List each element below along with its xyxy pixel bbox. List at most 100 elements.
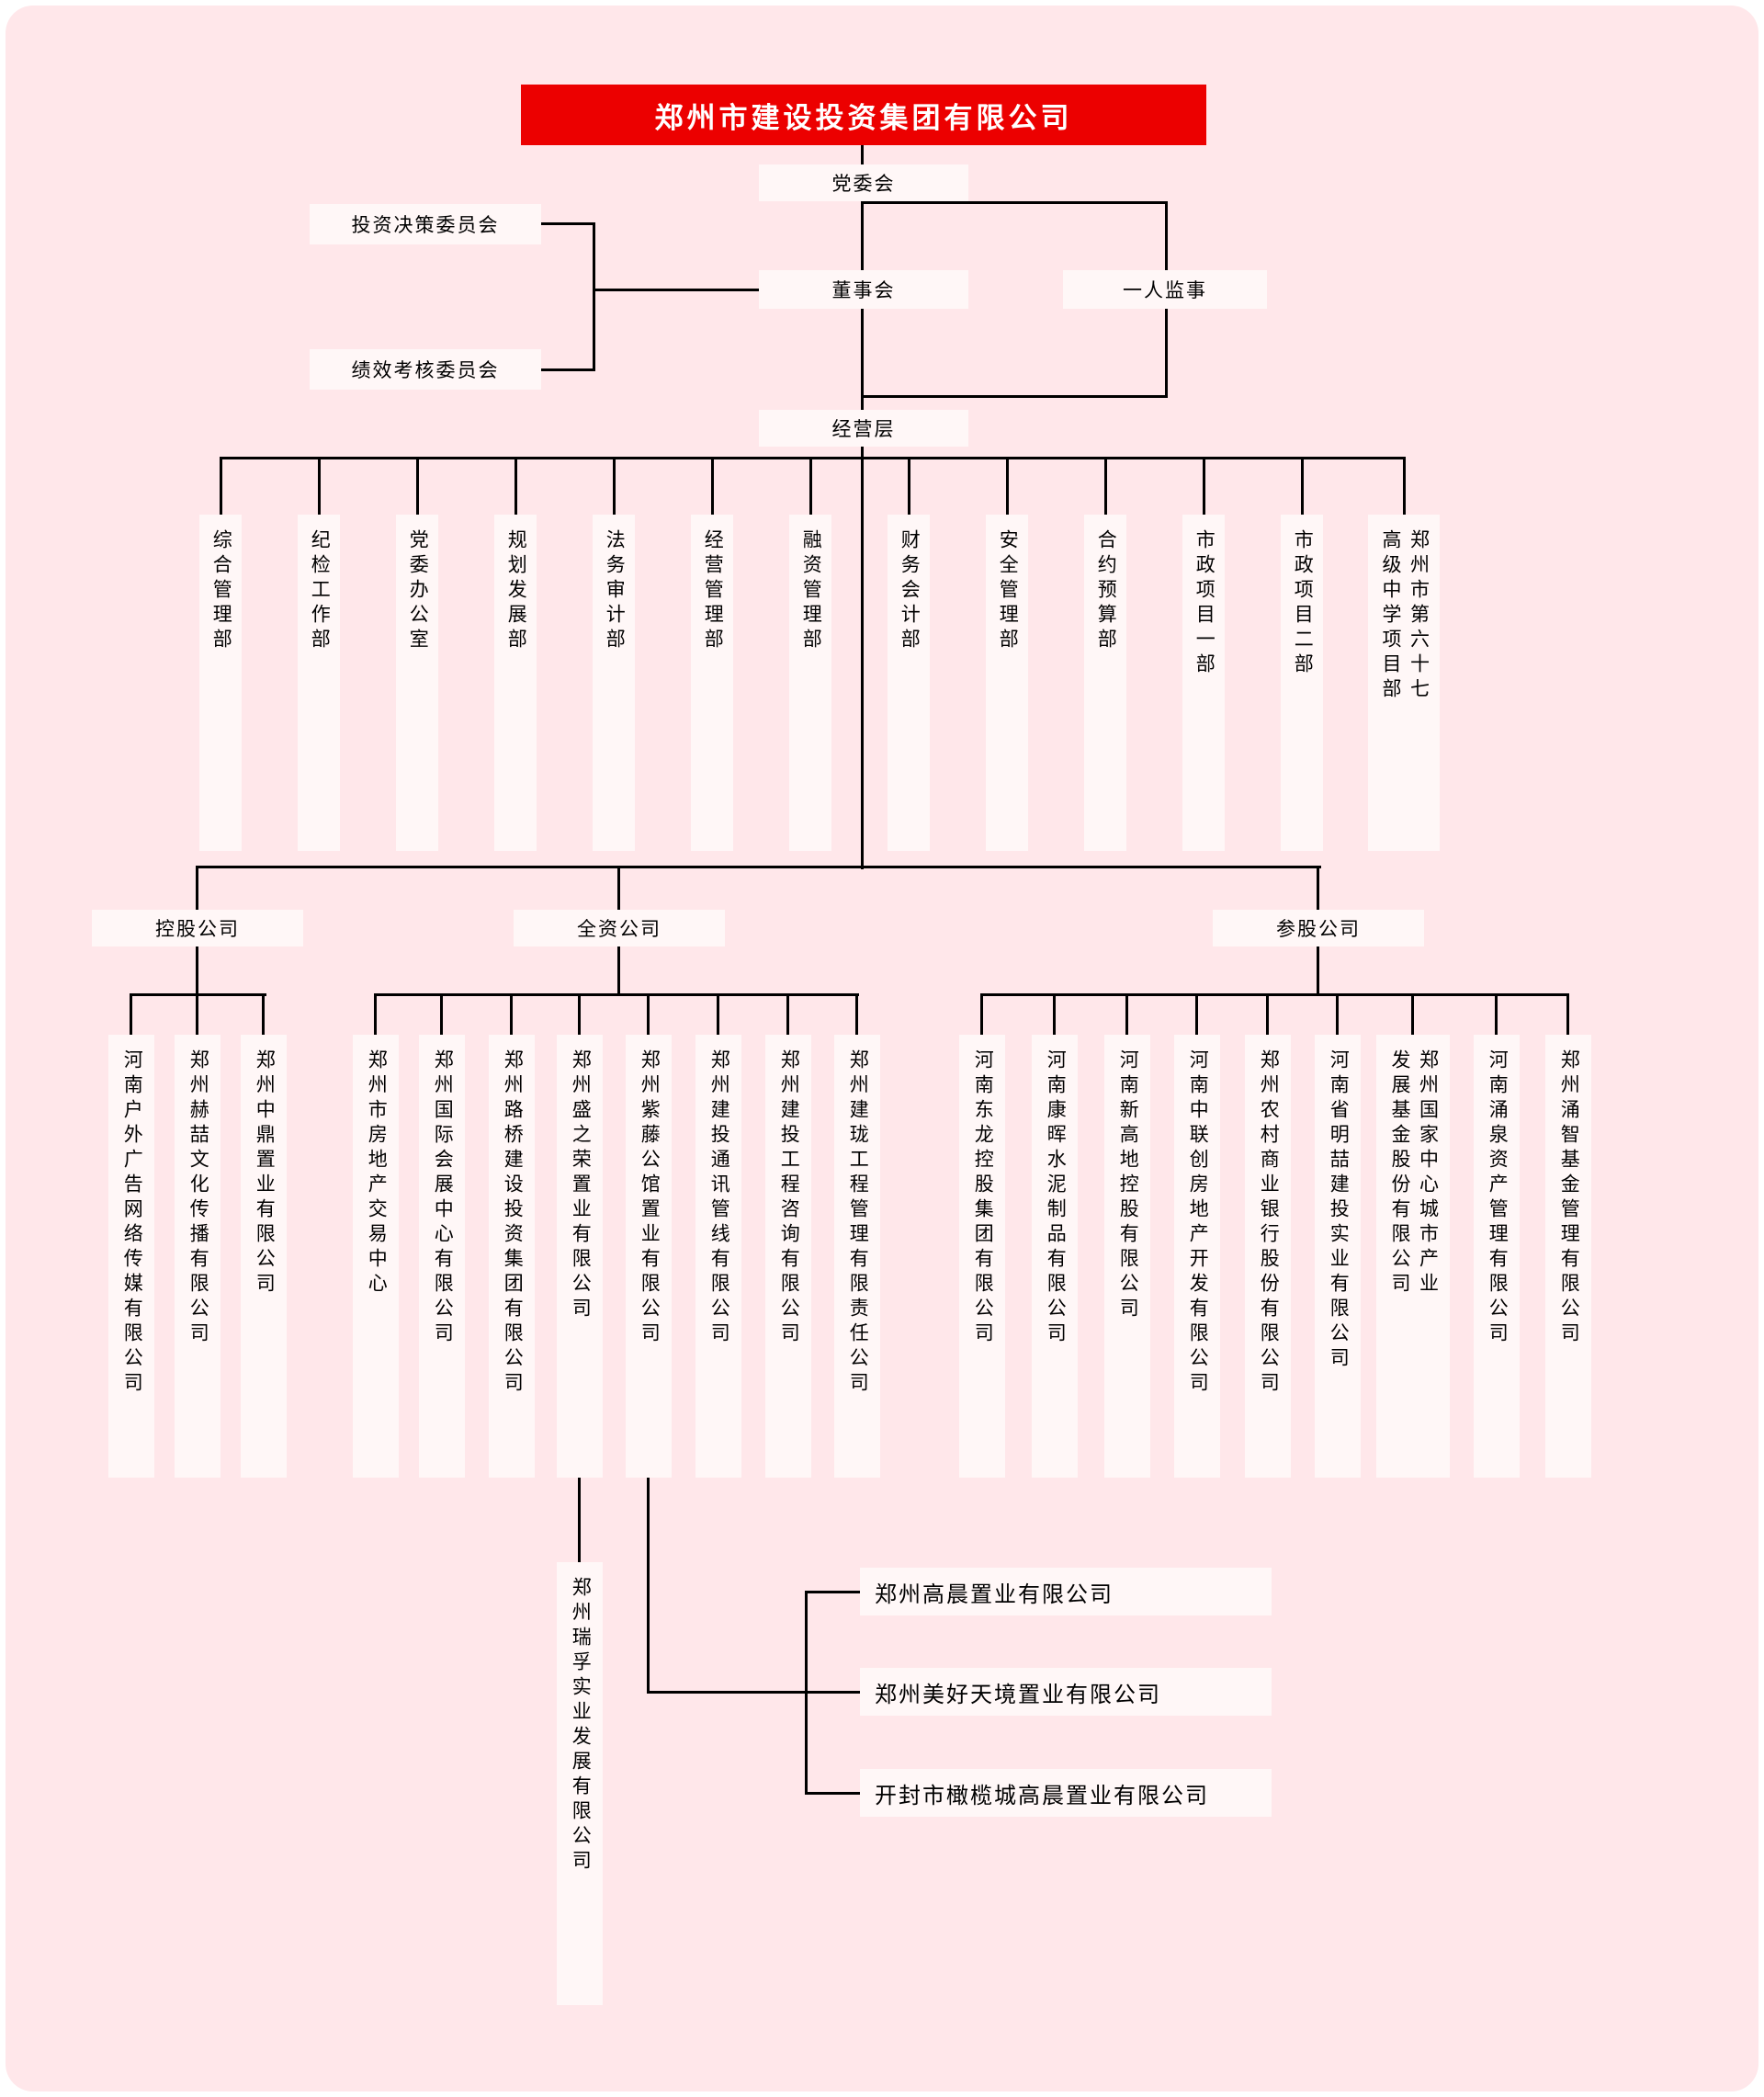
connector-line: [1104, 457, 1107, 516]
wholly-owned-company-box: 郑州市房地产交易中心: [353, 1035, 399, 1478]
department-box: 法务审计部: [593, 515, 635, 851]
node-label: 控股公司: [155, 919, 240, 940]
department-label: 纪检工作部: [309, 529, 331, 653]
company-label: 郑州赫喆文化传播有限公司: [187, 1049, 209, 1347]
node-performance-appraisal-committee: 绩效考核委员会: [310, 349, 541, 390]
connector-line: [1053, 993, 1056, 1037]
connector-line: [196, 866, 1321, 868]
company-label: 郑州瑞孚实业发展有限公司: [570, 1577, 592, 1875]
connector-line: [1125, 993, 1128, 1037]
subsidiary-box: 郑州美好天境置业有限公司: [860, 1668, 1272, 1716]
company-label: 河南中联创房地产开发有限公司: [1187, 1049, 1209, 1397]
connector-line: [130, 993, 132, 1037]
company-label: 郑州高晨置业有限公司: [875, 1581, 1114, 1607]
company-label: 郑州紫藤公馆置业有限公司: [639, 1049, 661, 1347]
wholly-owned-company-box: 郑州盛之荣置业有限公司: [557, 1035, 603, 1478]
node-label: 参股公司: [1276, 919, 1361, 940]
department-label: 综合管理部: [210, 529, 232, 653]
wholly-owned-company-box: 郑州路桥建设投资集团有限公司: [489, 1035, 535, 1478]
department-label: 安全管理部: [997, 529, 1019, 653]
participating-company-box: 河南康晖水泥制品有限公司: [1032, 1035, 1078, 1478]
company-label: 郑州农村商业银行股份有限公司: [1258, 1049, 1280, 1397]
connector-line: [196, 945, 198, 1037]
department-label: 规划发展部: [505, 529, 527, 653]
connector-line: [617, 866, 620, 912]
department-label: 党委办公室: [407, 529, 429, 653]
participating-company-box: 河南新高地控股有限公司: [1104, 1035, 1150, 1478]
wholly-owned-company-box: 郑州建投通讯管线有限公司: [695, 1035, 741, 1478]
wholly-owned-company-box: 郑州建珑工程管理有限责任公司: [834, 1035, 880, 1478]
node-label: 绩效考核委员会: [351, 360, 500, 381]
department-label: 融资管理部: [800, 529, 822, 653]
subsidiary-box: 郑州瑞孚实业发展有限公司: [557, 1562, 603, 2005]
connector-line: [613, 457, 616, 516]
wholly-owned-company-box: 郑州紫藤公馆置业有限公司: [626, 1035, 672, 1478]
company-label: 郑州建投通讯管线有限公司: [708, 1049, 730, 1347]
department-label: 经营管理部: [702, 529, 724, 653]
department-label: 法务审计部: [604, 529, 626, 653]
connector-line: [980, 993, 1569, 996]
department-label: 郑州市第六十七 高级中学项目部: [1380, 529, 1430, 703]
department-box: 党委办公室: [396, 515, 438, 851]
connector-line: [1317, 945, 1319, 996]
chart-background: [6, 6, 1758, 2091]
connector-line: [196, 866, 198, 912]
department-box: 市政项目一部: [1182, 515, 1225, 851]
connector-line: [1301, 457, 1304, 516]
participating-company-box: 河南中联创房地产开发有限公司: [1174, 1035, 1220, 1478]
company-label: 河南新高地控股有限公司: [1117, 1049, 1139, 1322]
node-holding-companies: 控股公司: [92, 910, 303, 946]
wholly-owned-company-box: 郑州建投工程咨询有限公司: [765, 1035, 811, 1478]
connector-line: [647, 1477, 650, 1694]
company-label: 郑州路桥建设投资集团有限公司: [502, 1049, 524, 1397]
company-label: 郑州市房地产交易中心: [366, 1049, 388, 1298]
connector-line: [1411, 993, 1414, 1037]
connector-line: [1317, 866, 1319, 912]
connector-line: [861, 446, 864, 869]
connector-line: [647, 1691, 808, 1694]
wholly-owned-company-box: 郑州国际会展中心有限公司: [419, 1035, 465, 1478]
participating-company-box: 郑州国家中心城市产业 发展基金股份有限公司: [1376, 1035, 1450, 1478]
node-party-committee: 党委会: [759, 164, 968, 201]
connector-line: [711, 457, 714, 516]
connector-line: [855, 993, 858, 1037]
connector-line: [617, 945, 620, 996]
node-label: 一人监事: [1123, 280, 1207, 301]
company-label: 郑州涌智基金管理有限公司: [1558, 1049, 1580, 1347]
department-box: 郑州市第六十七 高级中学项目部: [1368, 515, 1440, 851]
department-label: 市政项目一部: [1193, 529, 1216, 678]
connector-line: [220, 457, 222, 516]
participating-company-box: 河南涌泉资产管理有限公司: [1474, 1035, 1520, 1478]
connector-line: [980, 993, 983, 1037]
connector-line: [318, 457, 321, 516]
connector-line: [130, 993, 266, 996]
company-label: 郑州国际会展中心有限公司: [432, 1049, 454, 1347]
subsidiary-box: 郑州高晨置业有限公司: [860, 1568, 1272, 1615]
connector-line: [1566, 993, 1569, 1037]
company-label: 河南东龙控股集团有限公司: [972, 1049, 994, 1347]
connector-line: [578, 993, 581, 1037]
holding-company-box: 河南户外广告网络传媒有限公司: [108, 1035, 154, 1478]
node-label: 党委会: [831, 174, 896, 195]
department-box: 合约预算部: [1084, 515, 1126, 851]
connector-line: [262, 993, 265, 1037]
department-box: 经营管理部: [691, 515, 733, 851]
company-label: 河南康晖水泥制品有限公司: [1045, 1049, 1067, 1347]
department-box: 纪检工作部: [298, 515, 340, 851]
connector-line: [805, 1792, 862, 1795]
company-label: 河南涌泉资产管理有限公司: [1487, 1049, 1509, 1347]
connector-line: [593, 222, 595, 371]
company-label: 郑州美好天境置业有限公司: [875, 1682, 1161, 1707]
connector-line: [541, 368, 594, 371]
connector-line: [541, 222, 594, 225]
company-label: 河南户外广告网络传媒有限公司: [121, 1049, 143, 1397]
connector-line: [440, 993, 443, 1037]
department-box: 市政项目二部: [1281, 515, 1323, 851]
connector-line: [908, 457, 910, 516]
node-wholly-owned-companies: 全资公司: [514, 910, 725, 946]
connector-line: [594, 289, 759, 291]
connector-line: [578, 1477, 581, 1564]
subsidiary-box: 开封市橄榄城高晨置业有限公司: [860, 1769, 1272, 1817]
company-label: 郑州国家中心城市产业 发展基金股份有限公司: [1389, 1049, 1439, 1298]
